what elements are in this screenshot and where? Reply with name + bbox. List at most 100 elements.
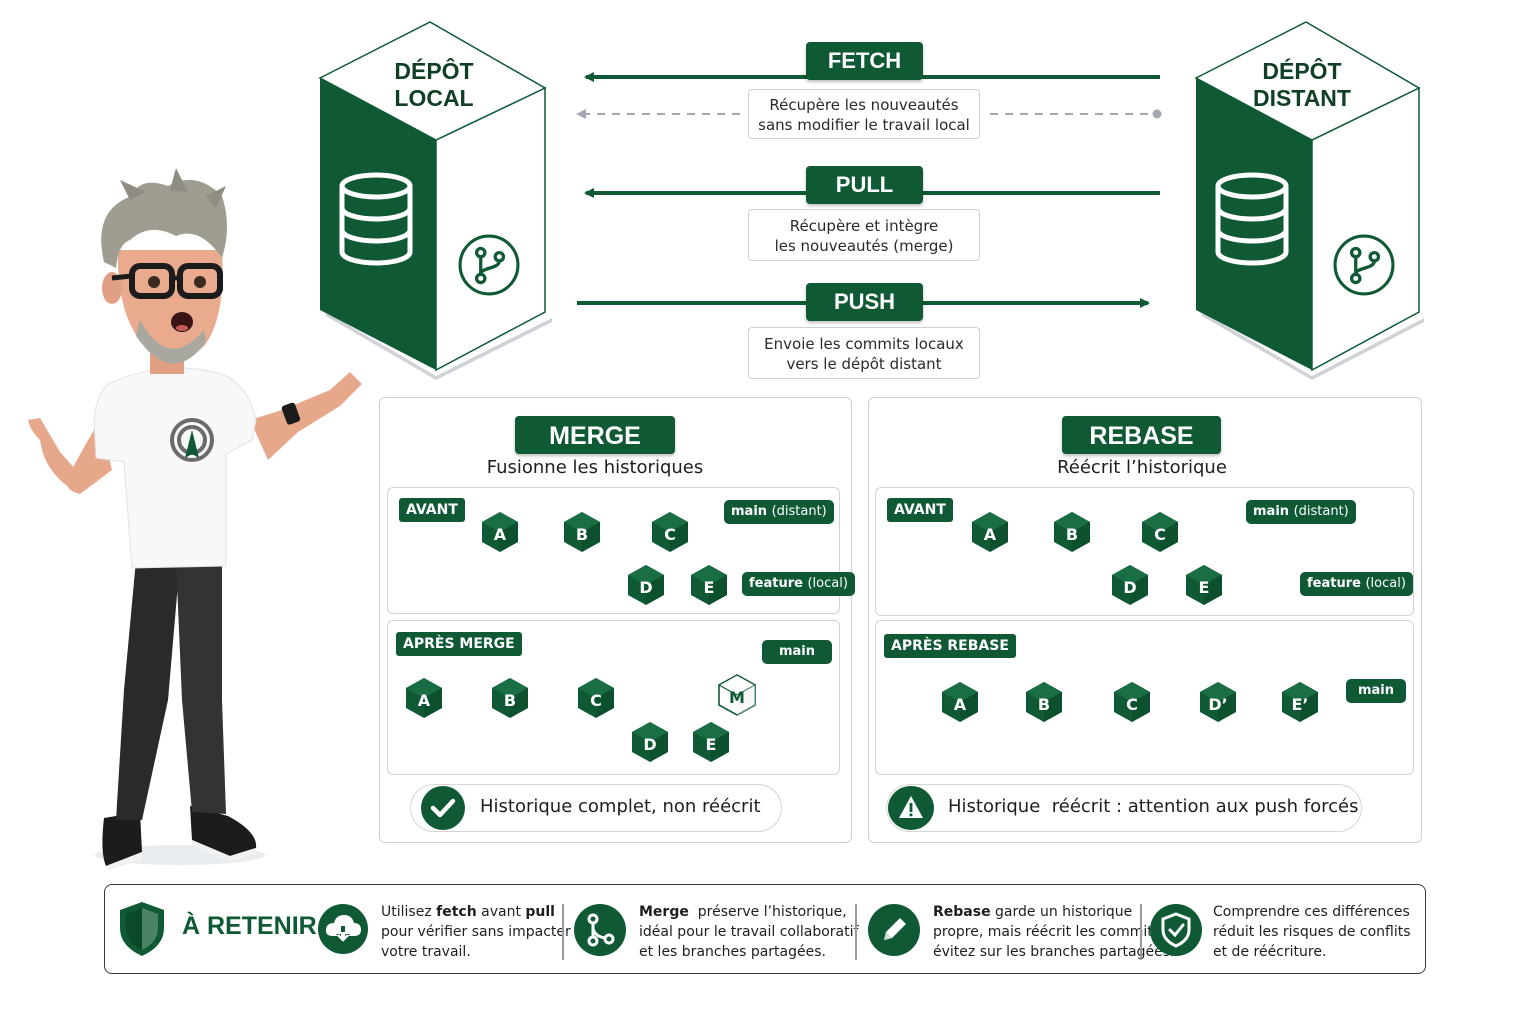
tip-rebase-line2: propre, mais réécrit les commits :	[933, 924, 1170, 940]
tip-rebase-line1: Rebase garde un historique	[933, 904, 1133, 920]
pull-description: Récupère et intègre les nouveautés (merg…	[748, 209, 980, 261]
rebase-after-main-branch: main	[1346, 679, 1406, 703]
tip-merge: Merge préserve l’historique, idéal pour …	[639, 902, 858, 962]
local-repo-title-line2: LOCAL	[394, 85, 474, 111]
git-branch-icon	[458, 234, 520, 296]
divider	[855, 904, 857, 960]
branch-name: feature	[1307, 576, 1361, 591]
commit-node-C: C	[577, 677, 615, 719]
merge-status-text: Historique complet, non réécrit	[480, 796, 761, 817]
local-repo-box	[318, 21, 552, 380]
commit-node-B-label: B	[575, 525, 589, 544]
commit-node-3: D’	[1199, 681, 1237, 723]
commit-node-C: C	[651, 511, 689, 553]
merge-title: MERGE	[515, 416, 675, 454]
commit-node-2-label: C	[1126, 695, 1138, 714]
pull-desc-line2: les nouveautés (merge)	[774, 237, 954, 255]
commit-node-C: C	[1141, 511, 1179, 553]
presenter-character	[28, 168, 362, 870]
pull-label: PULL	[806, 166, 923, 204]
commit-node-A: A	[405, 677, 443, 719]
pull-desc-line1: Récupère et intègre	[789, 217, 939, 235]
git-branch-icon	[1333, 234, 1395, 296]
commit-node-1-label: B	[1037, 695, 1051, 714]
commit-node-1: B	[1025, 681, 1063, 723]
rebase-status-text: Historique réécrit : attention aux push …	[948, 796, 1359, 817]
tip-understand-line1: Comprendre ces différences	[1213, 904, 1410, 920]
merge-after-tag: APRÈS MERGE	[396, 632, 522, 656]
commit-node-C-label: C	[590, 691, 602, 710]
merge-subtitle: Fusionne les historiques	[486, 457, 704, 478]
merge-before-feature-branch: feature (local)	[742, 572, 855, 596]
commit-node-A-label: A	[493, 525, 507, 544]
remote-repo-box	[1194, 21, 1424, 380]
rebase-subtitle: Réécrit l’historique	[1057, 457, 1227, 478]
merge-before-main-branch: main (distant)	[724, 500, 834, 524]
commit-node-A-label: A	[983, 525, 997, 544]
takeaways-title: À RETENIR	[182, 912, 317, 940]
commit-node-E: E	[692, 721, 730, 763]
commit-node-B-label: B	[503, 691, 517, 710]
commit-node-E: E	[1185, 564, 1223, 606]
shield-check-icon	[1150, 904, 1202, 956]
branch-suffix: (local)	[1365, 576, 1406, 591]
push-description: Envoie les commits locaux vers le dépôt …	[748, 327, 980, 379]
commit-node-D-label: D	[639, 578, 653, 597]
fetch-description: Récupère les nouveautés sans modifier le…	[748, 89, 980, 139]
commit-node-B: B	[563, 511, 601, 553]
commit-node-E-label: E	[705, 735, 717, 754]
fetch-desc-line2: sans modifier le travail local	[758, 116, 970, 134]
commit-node-3-label: D’	[1208, 695, 1228, 714]
merge-after-main-branch: main	[762, 640, 832, 664]
commit-node-E: E	[690, 564, 728, 606]
remote-repo-title-line2: DISTANT	[1253, 85, 1351, 111]
commit-node-E-label: E	[1198, 578, 1210, 597]
tip-merge-line3: et les branches partagées.	[639, 944, 826, 960]
commit-node-D: D	[627, 564, 665, 606]
merge-before-tag: AVANT	[399, 498, 465, 522]
tip-fetch-line2: pour vérifier sans impacter	[381, 924, 571, 940]
warning-icon	[888, 786, 934, 830]
rebase-after-tag: APRÈS REBASE	[884, 634, 1016, 658]
push-desc-line2: vers le dépôt distant	[786, 355, 942, 373]
commit-node-2: C	[1113, 681, 1151, 723]
tip-understand-line2: réduit les risques de conflits	[1213, 924, 1411, 940]
rebase-before-tag: AVANT	[887, 498, 953, 522]
cloud-download-icon	[318, 904, 368, 954]
rebase-before-main-branch: main (distant)	[1246, 500, 1356, 524]
commit-node-B: B	[1053, 511, 1091, 553]
shield-icon	[118, 900, 166, 962]
remote-repo-title: DÉPÔT DISTANT	[1230, 58, 1374, 112]
fetch-label: FETCH	[806, 42, 923, 80]
commit-node-D: D	[1111, 564, 1149, 606]
commit-node-0: A	[941, 681, 979, 723]
divider	[1140, 904, 1142, 960]
rebase-before-feature-branch: feature (local)	[1300, 572, 1413, 596]
pencil-icon	[868, 904, 920, 956]
tip-merge-line1: Merge préserve l’historique,	[639, 904, 847, 920]
commit-node-A-label: A	[417, 691, 431, 710]
rebase-title: REBASE	[1062, 416, 1221, 454]
local-repo-title-line1: DÉPÔT	[394, 58, 474, 84]
merge-commit-node-label: M	[729, 688, 745, 707]
tip-fetch-line1: Utilisez fetch avant pull	[381, 904, 555, 920]
tip-merge-line2: idéal pour le travail collaboratif	[639, 924, 859, 940]
tip-fetch: Utilisez fetch avant pull pour vérifier …	[381, 902, 571, 962]
branch-name: main	[1253, 504, 1290, 519]
commit-node-0-label: A	[953, 695, 967, 714]
commit-node-C-label: C	[664, 525, 676, 544]
branch-name: main	[731, 504, 768, 519]
tip-fetch-line3: votre travail.	[381, 944, 471, 960]
remote-repo-title-line1: DÉPÔT	[1262, 58, 1342, 84]
tip-understand-line3: et de réécriture.	[1213, 944, 1327, 960]
commit-node-D: D	[631, 721, 669, 763]
branch-suffix: (distant)	[771, 504, 827, 519]
commit-node-A: A	[971, 511, 1009, 553]
check-icon	[421, 786, 465, 830]
rebase-status	[886, 784, 1362, 832]
push-label: PUSH	[806, 283, 923, 321]
commit-node-4-label: E’	[1291, 695, 1309, 714]
divider	[562, 904, 564, 960]
branch-suffix: (distant)	[1293, 504, 1349, 519]
commit-node-E-label: E	[703, 578, 715, 597]
